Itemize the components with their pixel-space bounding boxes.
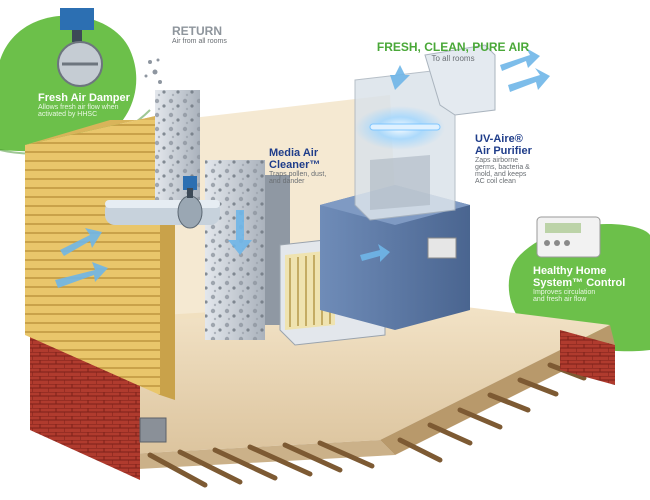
uv-aire-desc-2: germs, bacteria &: [475, 164, 530, 171]
fresh-air-pipe: [105, 200, 220, 225]
healthy-home-label: Healthy Home System™ Control Improves ci…: [533, 265, 645, 303]
healthy-home-title-1: Healthy Home: [533, 265, 607, 277]
damper-valve-icon: [177, 176, 203, 229]
fresh-clean-desc: To all rooms: [431, 54, 475, 63]
fresh-air-damper-desc-1: Allows fresh air flow when: [38, 104, 119, 111]
fresh-clean-title: FRESH, CLEAN, PURE AIR: [376, 40, 530, 54]
floor-joists: [147, 362, 587, 488]
healthy-home-title-2: System™ Control: [533, 277, 626, 289]
uv-aire-label: UV-Aire® Air Purifier Zaps airborne germ…: [475, 133, 565, 185]
fresh-air-damper-title: Fresh Air Damper: [38, 92, 130, 104]
return-label: RETURN Air from all rooms: [172, 24, 282, 45]
uv-lamp-icon: [355, 106, 445, 150]
fresh-air-damper-label: Fresh Air Damper Allows fresh air flow w…: [38, 92, 148, 118]
fresh-clean-label: FRESH, CLEAN, PURE AIR To all rooms: [368, 40, 538, 63]
uv-aire-title-2: Air Purifier: [475, 145, 532, 157]
uv-aire-desc-3: mold, and keeps: [475, 171, 527, 178]
media-air-cleaner-title-2: Cleaner™: [269, 159, 321, 171]
airflow-arrow-icon: [55, 48, 550, 288]
return-air-swirl: [144, 58, 162, 84]
brick-foundation: [30, 330, 615, 480]
media-air-cleaner-title-1: Media Air: [269, 147, 319, 159]
media-air-cleaner-desc-2: and dander: [269, 178, 305, 185]
uv-aire-title-1: UV-Aire®: [475, 133, 523, 145]
blob-damper-valve-icon: [57, 8, 103, 87]
fresh-air-damper-desc-2: activated by HHSC: [38, 111, 98, 118]
media-air-cleaner-desc-1: Traps pollen, dust,: [269, 171, 327, 178]
uv-aire-desc-4: AC coil clean: [475, 178, 516, 185]
media-air-cleaner-label: Media Air Cleaner™ Traps pollen, dust, a…: [269, 147, 369, 185]
healthy-home-desc-2: and fresh air flow: [533, 296, 587, 303]
uv-aire-desc-1: Zaps airborne: [475, 157, 519, 164]
thermostat-control-icon: [536, 216, 601, 258]
healthy-home-desc-1: Improves circulation: [533, 289, 596, 296]
return-title: RETURN: [172, 24, 222, 38]
return-desc: Air from all rooms: [172, 38, 227, 45]
